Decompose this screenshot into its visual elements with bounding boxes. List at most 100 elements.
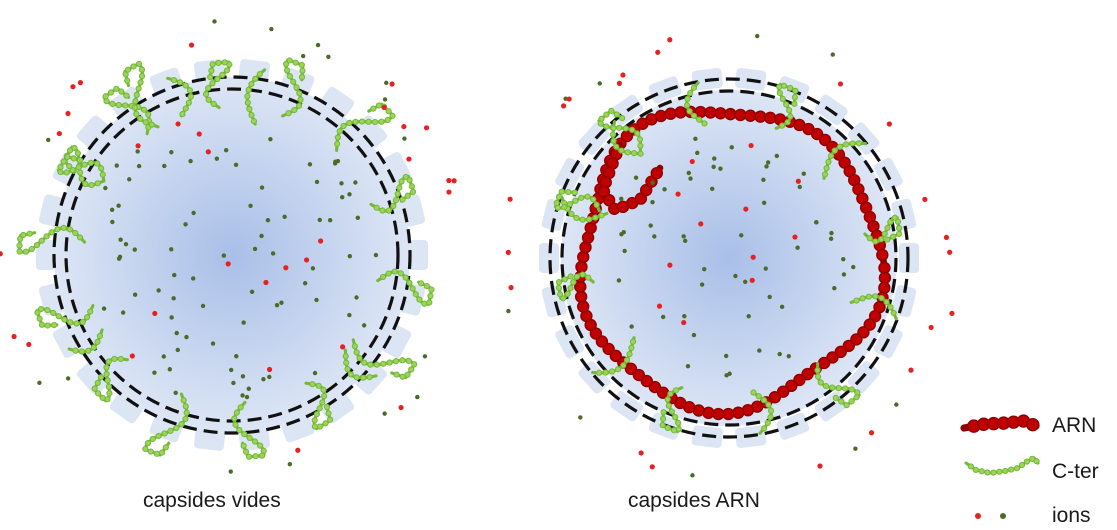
ion-red — [698, 221, 704, 227]
cter-bead — [105, 383, 112, 390]
cter-bead — [232, 421, 239, 428]
cter-bead — [385, 108, 392, 115]
ion-red — [389, 81, 395, 87]
cter-bead — [43, 233, 50, 240]
ion-green — [314, 297, 319, 303]
ion-green — [37, 380, 42, 386]
cter-bead — [391, 268, 398, 275]
ion-green — [279, 300, 284, 305]
cter-bead — [118, 88, 125, 95]
ion-green — [382, 411, 387, 416]
legend-cter-bead — [990, 469, 997, 476]
cter-bead — [767, 413, 774, 421]
cter-bead — [231, 415, 238, 422]
ion-green — [853, 446, 858, 451]
cter-bead — [618, 147, 625, 154]
ion-green — [274, 303, 280, 308]
cter-bead — [878, 294, 885, 302]
ion-green — [851, 264, 856, 270]
cter-bead — [282, 60, 290, 68]
ion-green — [184, 334, 189, 340]
cter-bead — [849, 140, 856, 147]
cter-bead — [665, 402, 672, 409]
cter-bead — [244, 93, 251, 100]
cter-bead — [210, 100, 217, 108]
legend-rna-bead — [1026, 417, 1040, 432]
ion-green — [233, 162, 239, 167]
cter-bead — [427, 292, 434, 300]
ion-green — [171, 296, 176, 301]
cter-bead — [593, 201, 600, 208]
cter-bead — [822, 382, 830, 390]
cter-bead — [17, 235, 24, 243]
cter-bead — [38, 237, 45, 244]
ion-green — [317, 217, 322, 223]
ion-green — [774, 153, 780, 159]
cter-bead — [608, 368, 616, 375]
rna-bead — [878, 281, 891, 295]
cter-bead — [592, 214, 599, 221]
ion-green — [261, 376, 266, 382]
ion-green — [210, 341, 216, 346]
cter-bead — [361, 359, 368, 366]
ion-green — [506, 308, 511, 314]
cter-bead — [133, 110, 140, 118]
legend — [960, 414, 1040, 519]
ion-green — [422, 354, 428, 359]
cter-bead — [244, 99, 251, 106]
cter-bead — [109, 100, 116, 108]
ion-green — [162, 163, 167, 169]
cter-bead — [675, 419, 682, 426]
cter-bead — [105, 358, 112, 365]
ion-red — [225, 261, 231, 267]
cter-bead — [356, 355, 363, 362]
cter-bead — [87, 308, 94, 315]
cter-bead — [122, 71, 129, 78]
cter-bead — [122, 102, 129, 109]
ion-green — [310, 266, 316, 271]
cter-bead — [423, 283, 430, 290]
cter-bead — [637, 150, 644, 157]
cter-bead — [598, 115, 605, 122]
cter-bead — [179, 110, 186, 118]
cter-bead — [616, 124, 623, 131]
rna-bead — [876, 248, 889, 262]
cter-bead — [61, 316, 68, 323]
ion-green — [259, 185, 265, 190]
cter-bead — [603, 111, 610, 118]
ion-green — [814, 220, 819, 225]
ion-red — [507, 196, 513, 202]
cter-bead — [319, 399, 326, 406]
ion-red — [446, 189, 452, 195]
cter-bead — [686, 108, 693, 115]
cter-bead — [402, 173, 409, 181]
cter-bead — [373, 361, 380, 368]
cter-bead — [379, 273, 387, 281]
cter-bead — [787, 113, 794, 120]
cter-bead — [176, 79, 184, 86]
cter-bead — [236, 426, 243, 434]
ion-red — [748, 142, 754, 149]
cter-bead — [63, 169, 70, 176]
cter-bead — [690, 112, 698, 119]
cter-bead — [620, 362, 627, 369]
ion-green — [223, 148, 229, 153]
cter-bead — [835, 385, 842, 392]
cter-bead — [767, 407, 775, 414]
ion-green — [65, 376, 71, 381]
cter-bead — [299, 67, 306, 74]
cter-bead — [321, 393, 328, 400]
cter-bead — [887, 218, 894, 226]
cter-bead — [103, 370, 110, 378]
cter-bead — [245, 86, 252, 93]
ion-green — [101, 306, 107, 311]
ion-green — [240, 393, 245, 398]
cter-bead — [872, 293, 879, 300]
ion-green — [169, 315, 174, 320]
ion-red — [837, 81, 844, 87]
cter-bead — [791, 100, 798, 107]
ion-green — [841, 272, 847, 277]
cter-bead — [182, 105, 189, 112]
inner-dashed-boundary — [560, 89, 898, 427]
cter-bead — [564, 290, 571, 298]
